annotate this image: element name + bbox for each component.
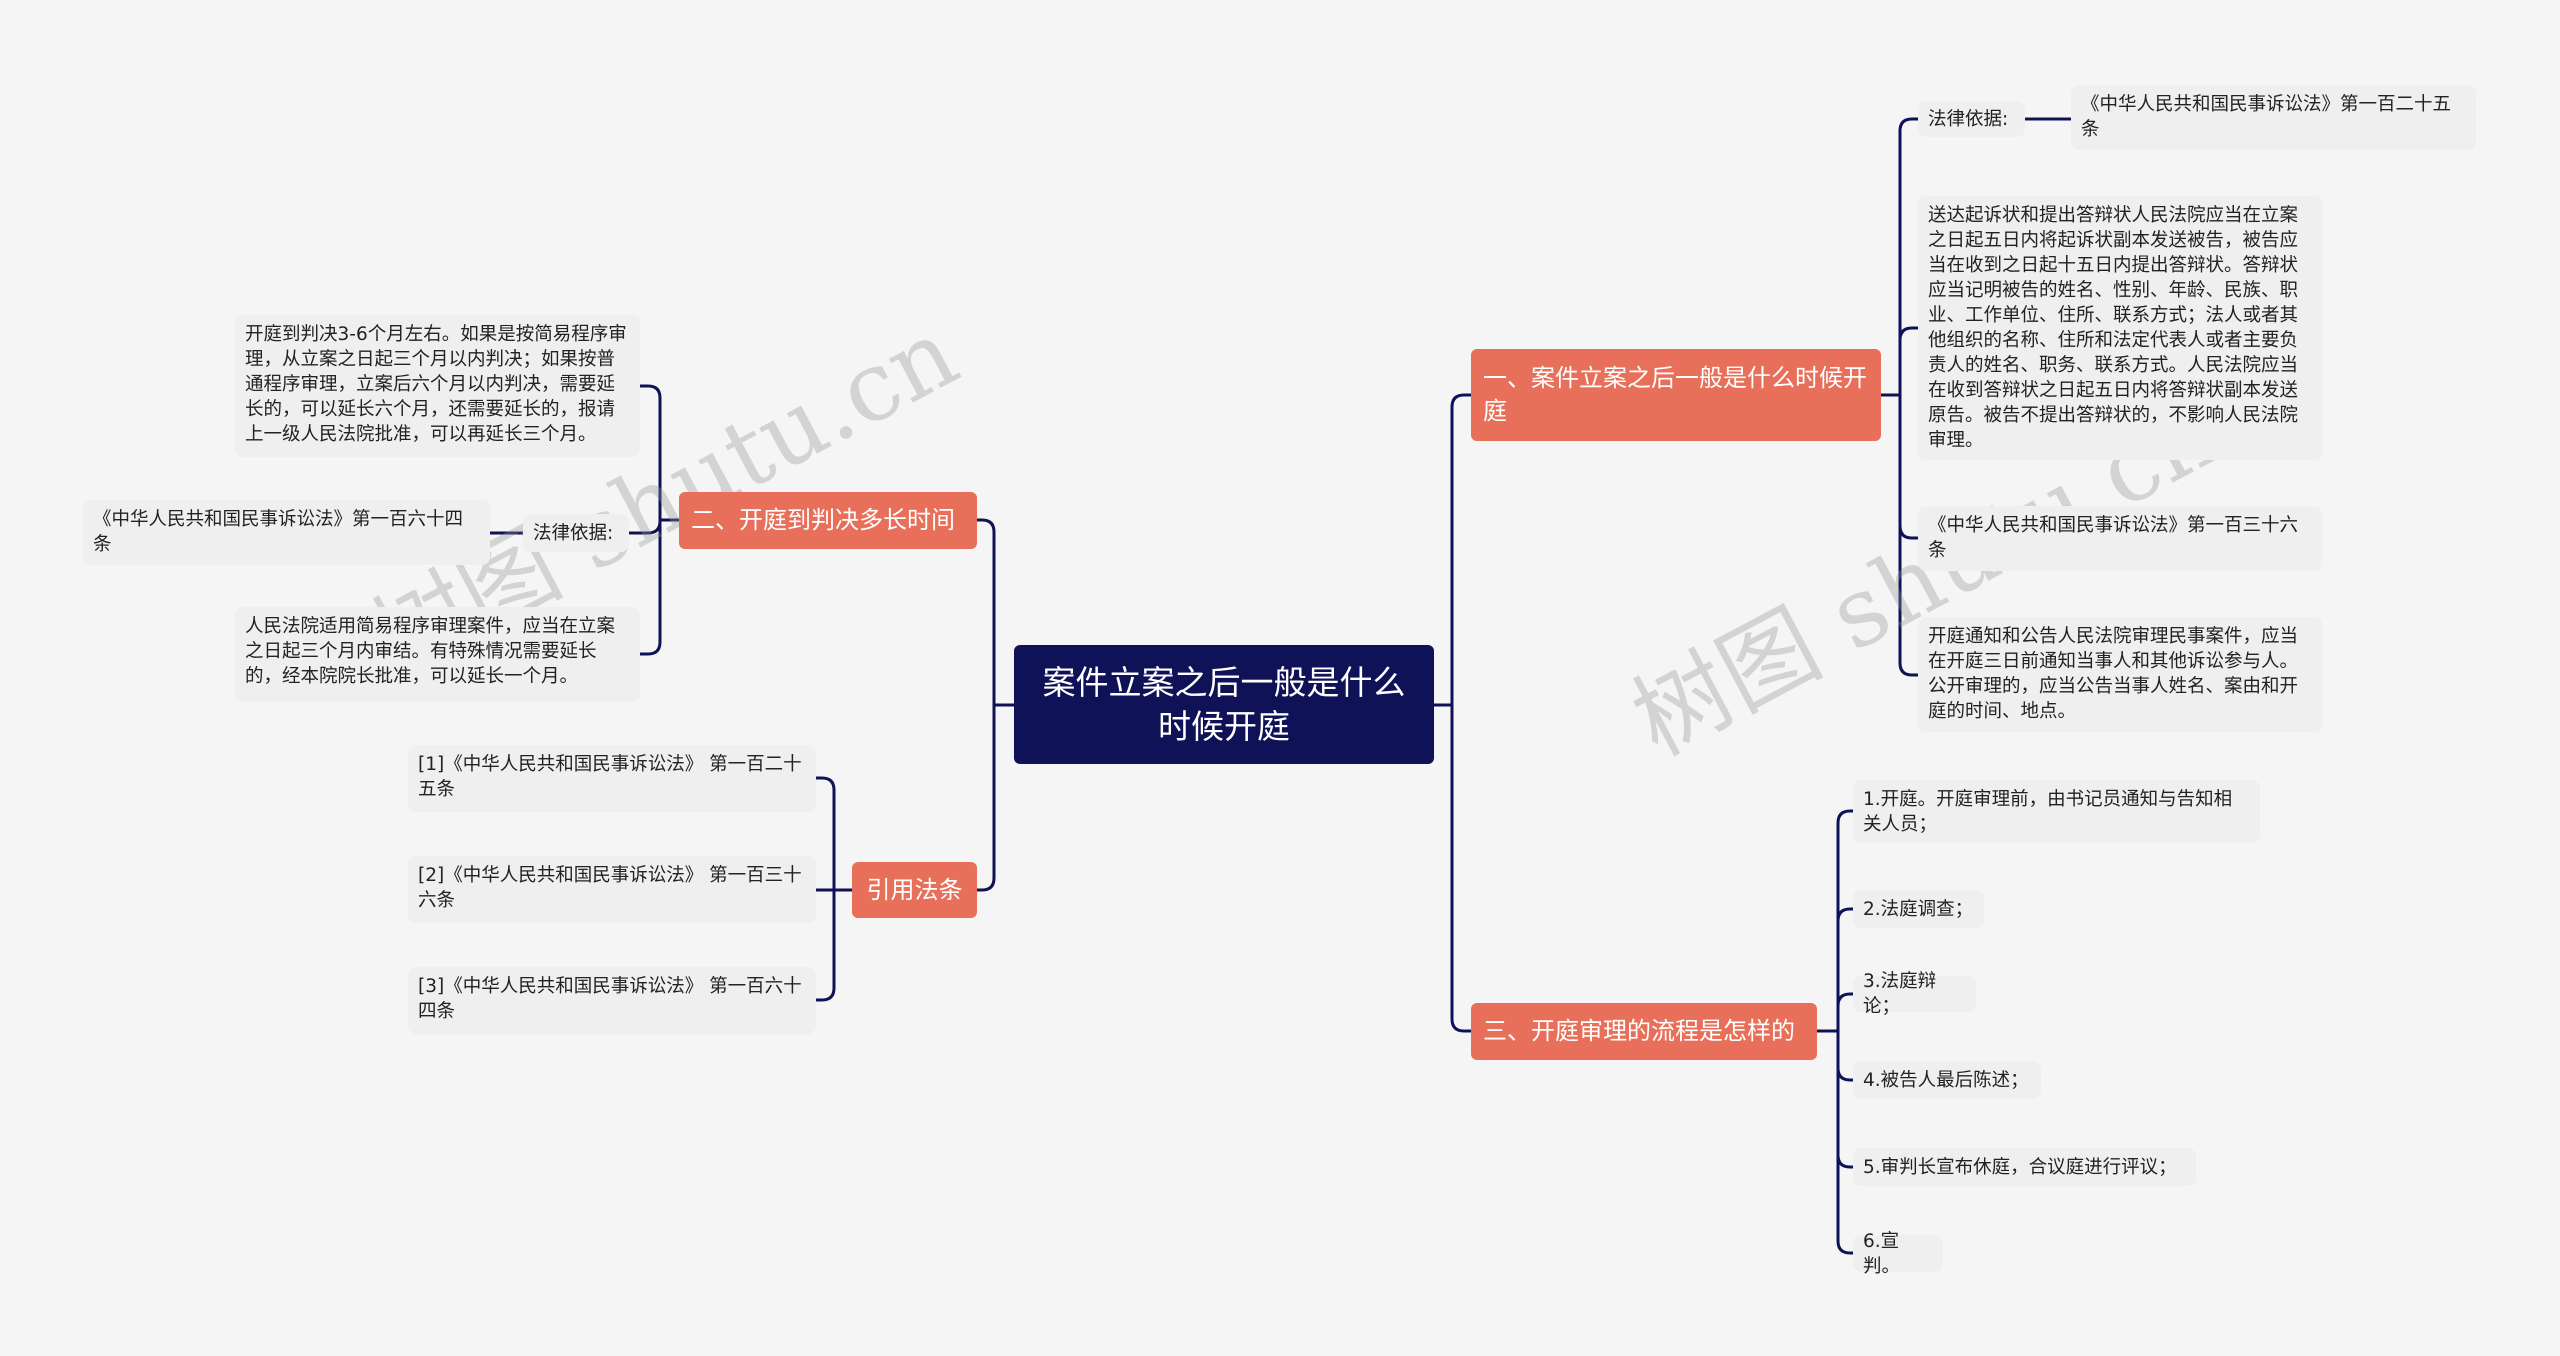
cited-law-item[interactable]: [2]《中华人民共和国民事诉讼法》 第一百三十六条	[408, 856, 816, 923]
leaf-judgment-duration[interactable]: 开庭到判决3-6个月左右。如果是按简易程序审理，从立案之日起三个月以内判决；如果…	[235, 315, 640, 457]
connector-line	[1434, 393, 1471, 707]
connector-line	[1881, 326, 1918, 397]
step-item[interactable]: 6.宣判。	[1853, 1231, 1943, 1277]
connector-line	[1881, 117, 1918, 397]
step-item[interactable]: 1.开庭。开庭审理前，由书记员通知与告知相关人员；	[1853, 780, 2260, 843]
connector-line	[629, 518, 679, 535]
connector-line	[1817, 1029, 1853, 1169]
branch-when-hearing[interactable]: 一、案件立案之后一般是什么时候开庭	[1471, 349, 1881, 441]
step-item[interactable]: 4.被告人最后陈述；	[1853, 1061, 2041, 1099]
connector-line	[977, 518, 1014, 707]
leaf-article-136[interactable]: 《中华人民共和国民事诉讼法》第一百三十六条	[1918, 506, 2322, 571]
connector-line	[1817, 1029, 1853, 1255]
step-item[interactable]: 3.法庭辩论；	[1853, 971, 1976, 1017]
connector-line	[1881, 393, 1918, 677]
branch-hearing-to-judgment[interactable]: 二、开庭到判决多长时间	[679, 492, 977, 549]
connector-line	[1434, 703, 1471, 1033]
connector-line	[1817, 992, 1853, 1033]
step-item[interactable]: 5.审判长宣布休庭，合议庭进行评议；	[1853, 1148, 2196, 1186]
legal-basis-label[interactable]: 法律依据:	[523, 514, 629, 552]
connector-line	[816, 776, 852, 892]
connector-line	[640, 518, 679, 656]
legal-basis-text[interactable]: 《中华人民共和国民事诉讼法》第一百二十五条	[2071, 85, 2476, 150]
step-item[interactable]: 2.法庭调查；	[1853, 890, 1984, 928]
legal-basis-label[interactable]: 法律依据:	[1918, 101, 2025, 137]
connector-line	[816, 888, 852, 1002]
legal-basis-text[interactable]: 《中华人民共和国民事诉讼法》第一百六十四条	[83, 500, 490, 565]
connector-line	[1817, 809, 1853, 1033]
leaf-service-of-complaint[interactable]: 送达起诉状和提出答辩状人民法院应当在立案之日起五日内将起诉状副本发送被告，被告应…	[1918, 196, 2322, 460]
cited-law-item[interactable]: [1]《中华人民共和国民事诉讼法》 第一百二十五条	[408, 745, 816, 812]
cited-law-item[interactable]: [3]《中华人民共和国民事诉讼法》 第一百六十四条	[408, 967, 816, 1034]
root-topic[interactable]: 案件立案之后一般是什么时候开庭	[1014, 645, 1434, 764]
connector-line	[1817, 1029, 1853, 1082]
connector-line	[1817, 907, 1853, 1033]
leaf-simple-procedure[interactable]: 人民法院适用简易程序审理案件，应当在立案之日起三个月内审结。有特殊情况需要延长的…	[235, 607, 640, 702]
branch-trial-process[interactable]: 三、开庭审理的流程是怎样的	[1471, 1003, 1817, 1060]
connector-line	[640, 384, 679, 522]
leaf-hearing-notice[interactable]: 开庭通知和公告人民法院审理民事案件，应当在开庭三日前通知当事人和其他诉讼参与人。…	[1918, 617, 2322, 732]
branch-cited-laws[interactable]: 引用法条	[852, 862, 977, 918]
connector-line	[977, 703, 1014, 892]
